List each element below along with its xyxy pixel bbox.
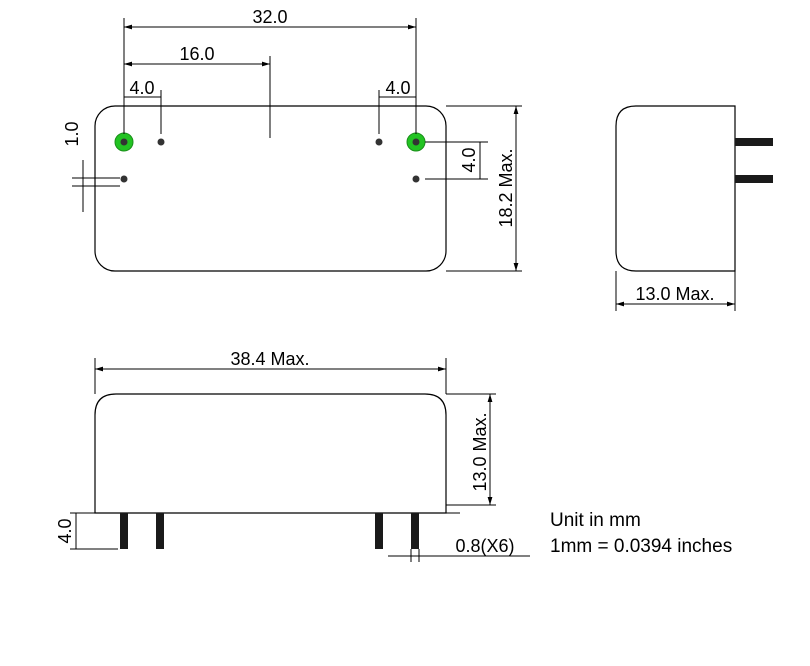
dim-left-pin-pitch: 4.0: [129, 78, 154, 98]
dim-side-depth: 13.0 Max.: [635, 284, 714, 304]
conversion-note: 1mm = 0.0394 inches: [550, 536, 732, 557]
front-view: 38.4 Max. 13.0 Max. 4.0 0.8(X6): [55, 349, 530, 562]
dim-pin-diameter: 0.8(X6): [455, 536, 514, 556]
dim-height: 18.2 Max.: [496, 148, 516, 227]
side-pin-lower: [735, 175, 773, 183]
front-pin-2: [156, 513, 164, 549]
dim-length: 38.4 Max.: [230, 349, 309, 369]
notes: Unit in mm 1mm = 0.0394 inches: [550, 510, 732, 557]
front-pin-1: [120, 513, 128, 549]
side-view-body: [615, 105, 736, 272]
dim-pin-row-offset: 1.0: [62, 121, 82, 146]
pin4-dot: [375, 138, 383, 146]
dim-pin-length: 4.0: [55, 518, 75, 543]
dim-half-span: 16.0: [179, 44, 214, 64]
top-view: 32.0 16.0 4.0 4.0 1.0 4.0 18.2 Max.: [62, 7, 522, 272]
pin6-dot: [412, 175, 420, 183]
unit-note: Unit in mm: [550, 510, 641, 531]
side-pin-upper: [735, 138, 773, 146]
pin3-dot: [120, 175, 128, 183]
pin2-dot: [157, 138, 165, 146]
front-pin-4: [411, 513, 419, 549]
dim-overall-pin-span: 32.0: [252, 7, 287, 27]
front-view-body: [94, 393, 447, 514]
pin5-dot: [412, 138, 420, 146]
side-view: 13.0 Max.: [615, 105, 773, 311]
dim-right-vertical-pitch: 4.0: [459, 147, 479, 172]
pin1-dot: [120, 138, 128, 146]
dim-profile-height: 13.0 Max.: [470, 412, 490, 491]
front-pin-3: [375, 513, 383, 549]
dim-right-pin-pitch: 4.0: [385, 78, 410, 98]
